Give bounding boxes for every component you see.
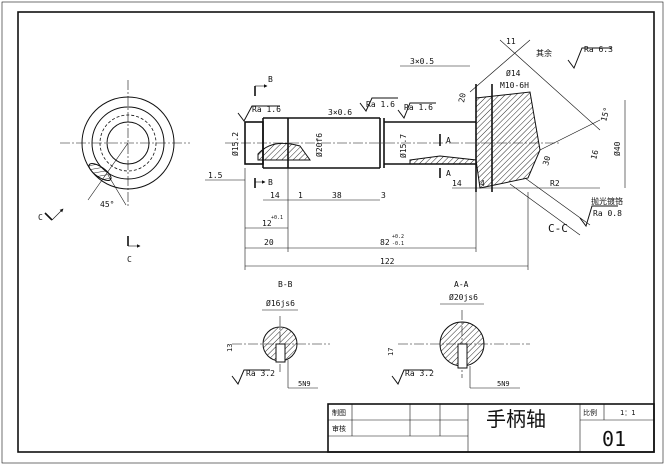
drawing-title: 手柄轴: [486, 407, 546, 431]
cut-a-label-bottom: A: [446, 169, 451, 178]
ra-0-8: Ra 0.8: [593, 209, 622, 218]
scale-label: 比例: [583, 408, 597, 417]
shaft-main-view: B B A A: [225, 39, 601, 236]
section-bb-title: B-B: [278, 280, 293, 289]
dim-chamfer-top: 3×0.5: [410, 57, 434, 66]
dim-1: 1: [298, 191, 303, 200]
dim-groove: 3×0.6: [328, 108, 352, 117]
ra-1-6-a: Ra 1.6: [252, 105, 281, 114]
cut-a-label-top: A: [446, 136, 451, 145]
dim-d14: Ø14: [506, 68, 521, 78]
dim-122: 122: [380, 257, 395, 266]
dim-d15-2: Ø15.2: [230, 132, 240, 156]
dim-4: 4: [480, 179, 485, 188]
dim-82: 82: [380, 238, 390, 247]
dim-14-left: 14: [270, 191, 280, 200]
dim-12: 12: [262, 219, 272, 228]
dim-r2: R2: [550, 179, 560, 188]
drawn-label: 制图: [332, 408, 346, 417]
dim-1-5: 1.5: [208, 171, 223, 180]
dim-12-tol: +0.1: [271, 215, 283, 221]
general-roughness-value: Ra 6.3: [584, 45, 613, 54]
dim-30: 30: [541, 155, 552, 167]
general-roughness-label: 其余: [536, 48, 552, 58]
aa-ra: Ra 3.2: [405, 369, 434, 378]
polish-note: 抛光镀铬: [591, 196, 623, 206]
section-aa: A-A Ø20js6 17 Ra 3.2 5N9: [387, 280, 530, 389]
roughness-marks-top: Ra 1.6 Ra 1.6 Ra 1.6 其余 Ra 6.3 抛光镀铬 Ra 0…: [237, 45, 623, 228]
dim-d40: Ø40: [612, 141, 622, 156]
angle-45-label: 45°: [100, 200, 114, 209]
scale-value: 1：1: [620, 409, 635, 417]
aa-depth: 17: [387, 348, 395, 356]
bb-diameter: Ø16js6: [266, 298, 295, 308]
dim-82-tol-lo: -0.1: [392, 241, 404, 247]
dim-82-tol-up: +0.2: [392, 234, 404, 240]
dim-16: 16: [589, 149, 600, 161]
dim-20-top: 20: [457, 92, 468, 103]
dim-38: 38: [332, 191, 342, 200]
section-c-label-bottom: C: [127, 255, 132, 264]
dim-11: 11: [506, 37, 516, 46]
dim-d15-7: Ø15.7: [398, 134, 408, 158]
bb-ra: Ra 3.2: [246, 369, 275, 378]
main-dimensions: 3×0.5 3×0.6 Ø15.2 Ø20f6 Ø15.7 11 Ø14 M10…: [205, 37, 626, 270]
dim-m10: M10-6H: [500, 81, 529, 90]
ra-1-6-b: Ra 1.6: [366, 100, 395, 109]
dim-14-right: 14: [452, 179, 462, 188]
cut-b-label-bottom: B: [268, 178, 273, 187]
section-bb: B-B Ø16js6 13 Ra 3.2 5N9: [226, 280, 330, 389]
bb-depth: 13: [226, 344, 234, 352]
aa-key: 5N9: [497, 380, 510, 388]
title-block: 制图 审核 手柄轴 比例 1：1 01: [327, 403, 655, 453]
drawing-number: 01: [602, 427, 626, 451]
dim-d20f6: Ø20f6: [314, 133, 324, 157]
bb-key: 5N9: [298, 380, 311, 388]
section-aa-title: A-A: [454, 280, 469, 289]
section-c-label-left: C: [38, 213, 43, 222]
ra-1-6-c: Ra 1.6: [404, 103, 433, 112]
cut-b-label-top: B: [268, 75, 273, 84]
aa-diameter: Ø20js6: [449, 292, 478, 302]
dim-20: 20: [264, 238, 274, 247]
section-cc-label: C-C: [548, 222, 568, 235]
reviewed-label: 审核: [332, 424, 346, 433]
end-view: 45° C C: [38, 80, 190, 264]
dim-15-angle: 15°: [599, 106, 611, 122]
dim-3: 3: [381, 191, 386, 200]
